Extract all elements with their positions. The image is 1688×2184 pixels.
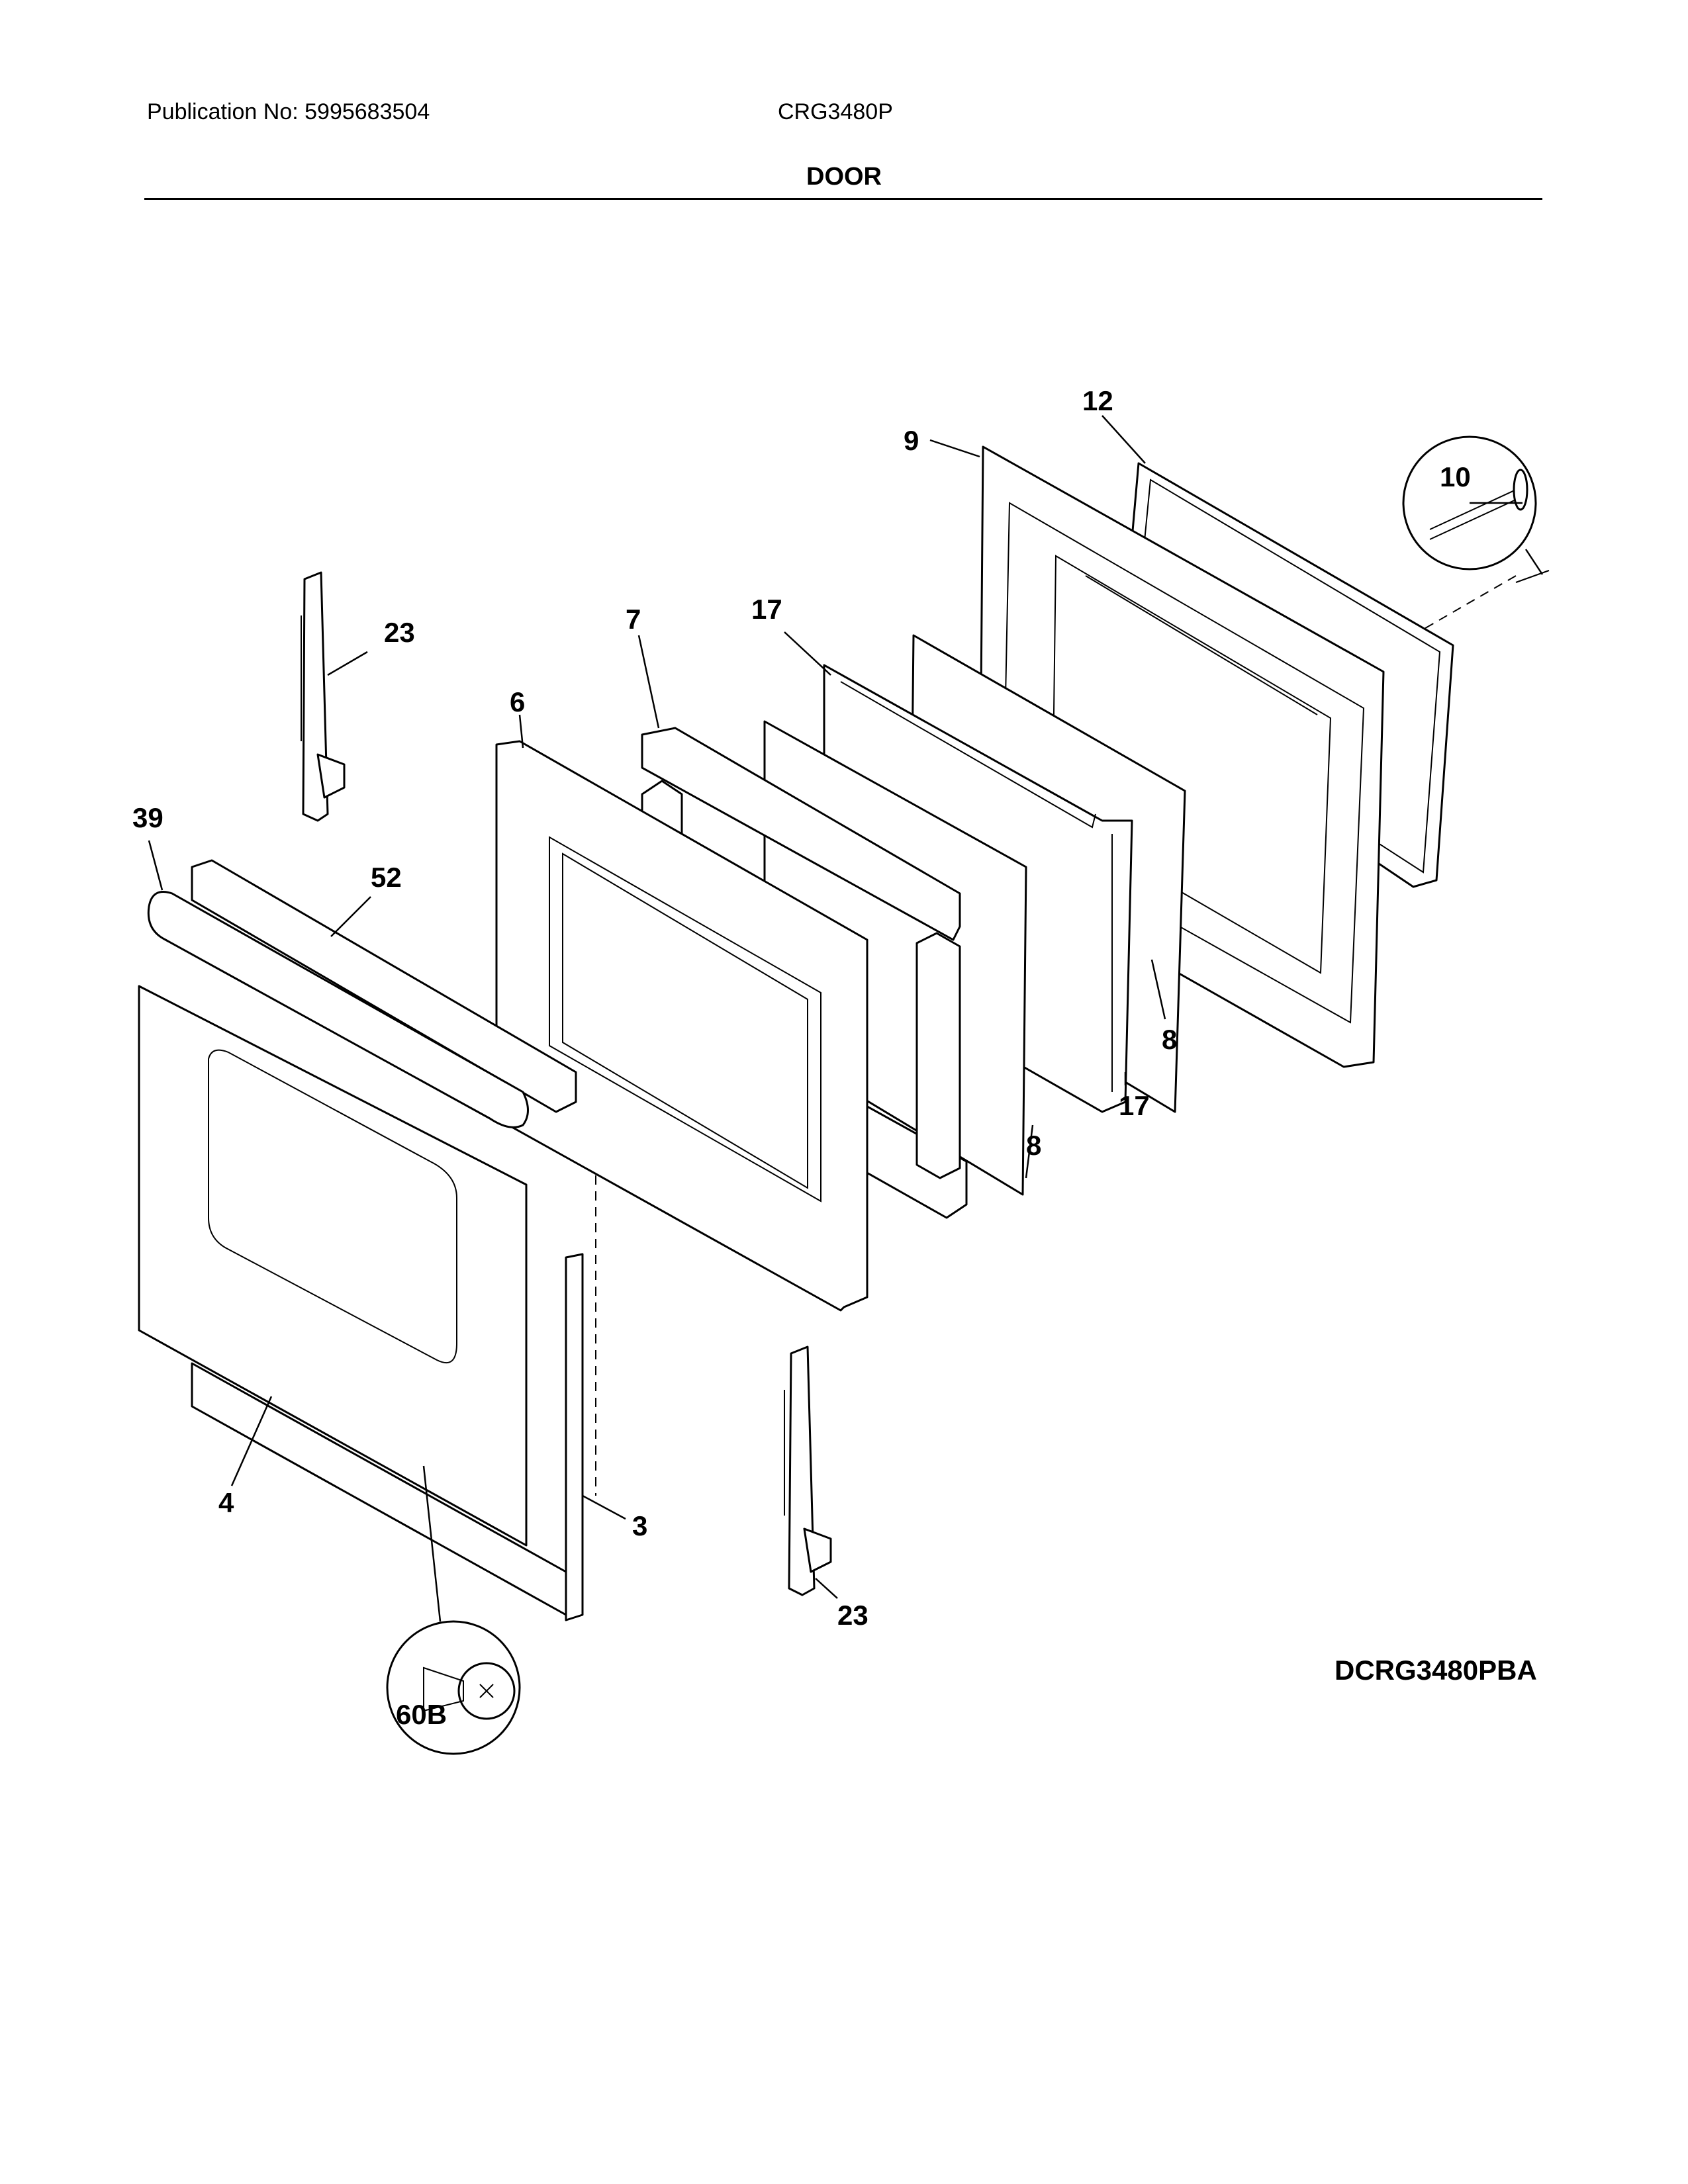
leader-4 bbox=[230, 1396, 273, 1486]
callout-4: 4 bbox=[218, 1487, 234, 1518]
part-6-door-frame bbox=[495, 740, 868, 1312]
leader-3 bbox=[582, 1494, 626, 1520]
part-39-handle bbox=[147, 891, 529, 1128]
callout-3: 3 bbox=[632, 1510, 647, 1541]
publication-number: Publication No: 5995683504 bbox=[147, 99, 430, 124]
callout-39: 39 bbox=[132, 802, 164, 833]
leader-12 bbox=[1102, 415, 1146, 464]
leader-8b bbox=[1150, 959, 1166, 1020]
part-52-handle-bracket bbox=[191, 859, 577, 1113]
leader-8a bbox=[1025, 1124, 1034, 1179]
callout-52: 52 bbox=[371, 862, 402, 893]
part-4-outer-glass bbox=[138, 985, 567, 1616]
part-3-side-trim bbox=[565, 1253, 584, 1621]
leader-17a bbox=[784, 631, 831, 676]
diagram-code: DCRG3480PBA bbox=[1335, 1655, 1537, 1686]
leader-6 bbox=[518, 714, 524, 749]
leader-23b bbox=[815, 1578, 838, 1599]
callout-23a: 23 bbox=[384, 617, 415, 648]
part-23-hinge-top bbox=[301, 571, 346, 822]
leader-52 bbox=[330, 896, 371, 937]
callout-8b: 8 bbox=[1162, 1024, 1177, 1055]
part-23-hinge-bottom bbox=[784, 1345, 832, 1596]
model-number: CRG3480P bbox=[778, 99, 893, 124]
callout-17a: 17 bbox=[751, 594, 782, 625]
callout-60b: 60B bbox=[396, 1699, 447, 1730]
callout-12: 12 bbox=[1082, 385, 1113, 416]
section-title: DOOR bbox=[806, 163, 882, 191]
callout-23b: 23 bbox=[837, 1600, 868, 1631]
leader-9 bbox=[929, 439, 980, 458]
leader-23a bbox=[327, 651, 368, 676]
part-10-detail-bubble bbox=[1402, 435, 1550, 583]
part-60b-detail-bubble bbox=[386, 1620, 521, 1755]
callout-8a: 8 bbox=[1026, 1130, 1041, 1161]
callout-6: 6 bbox=[510, 686, 525, 717]
leader-60b bbox=[422, 1465, 442, 1622]
callout-9: 9 bbox=[904, 425, 919, 456]
callout-17b: 17 bbox=[1119, 1090, 1150, 1121]
leader-7 bbox=[637, 635, 660, 729]
leader-39 bbox=[148, 840, 164, 891]
header-rule bbox=[144, 198, 1542, 200]
callout-10: 10 bbox=[1440, 461, 1471, 492]
callout-7: 7 bbox=[626, 604, 641, 635]
